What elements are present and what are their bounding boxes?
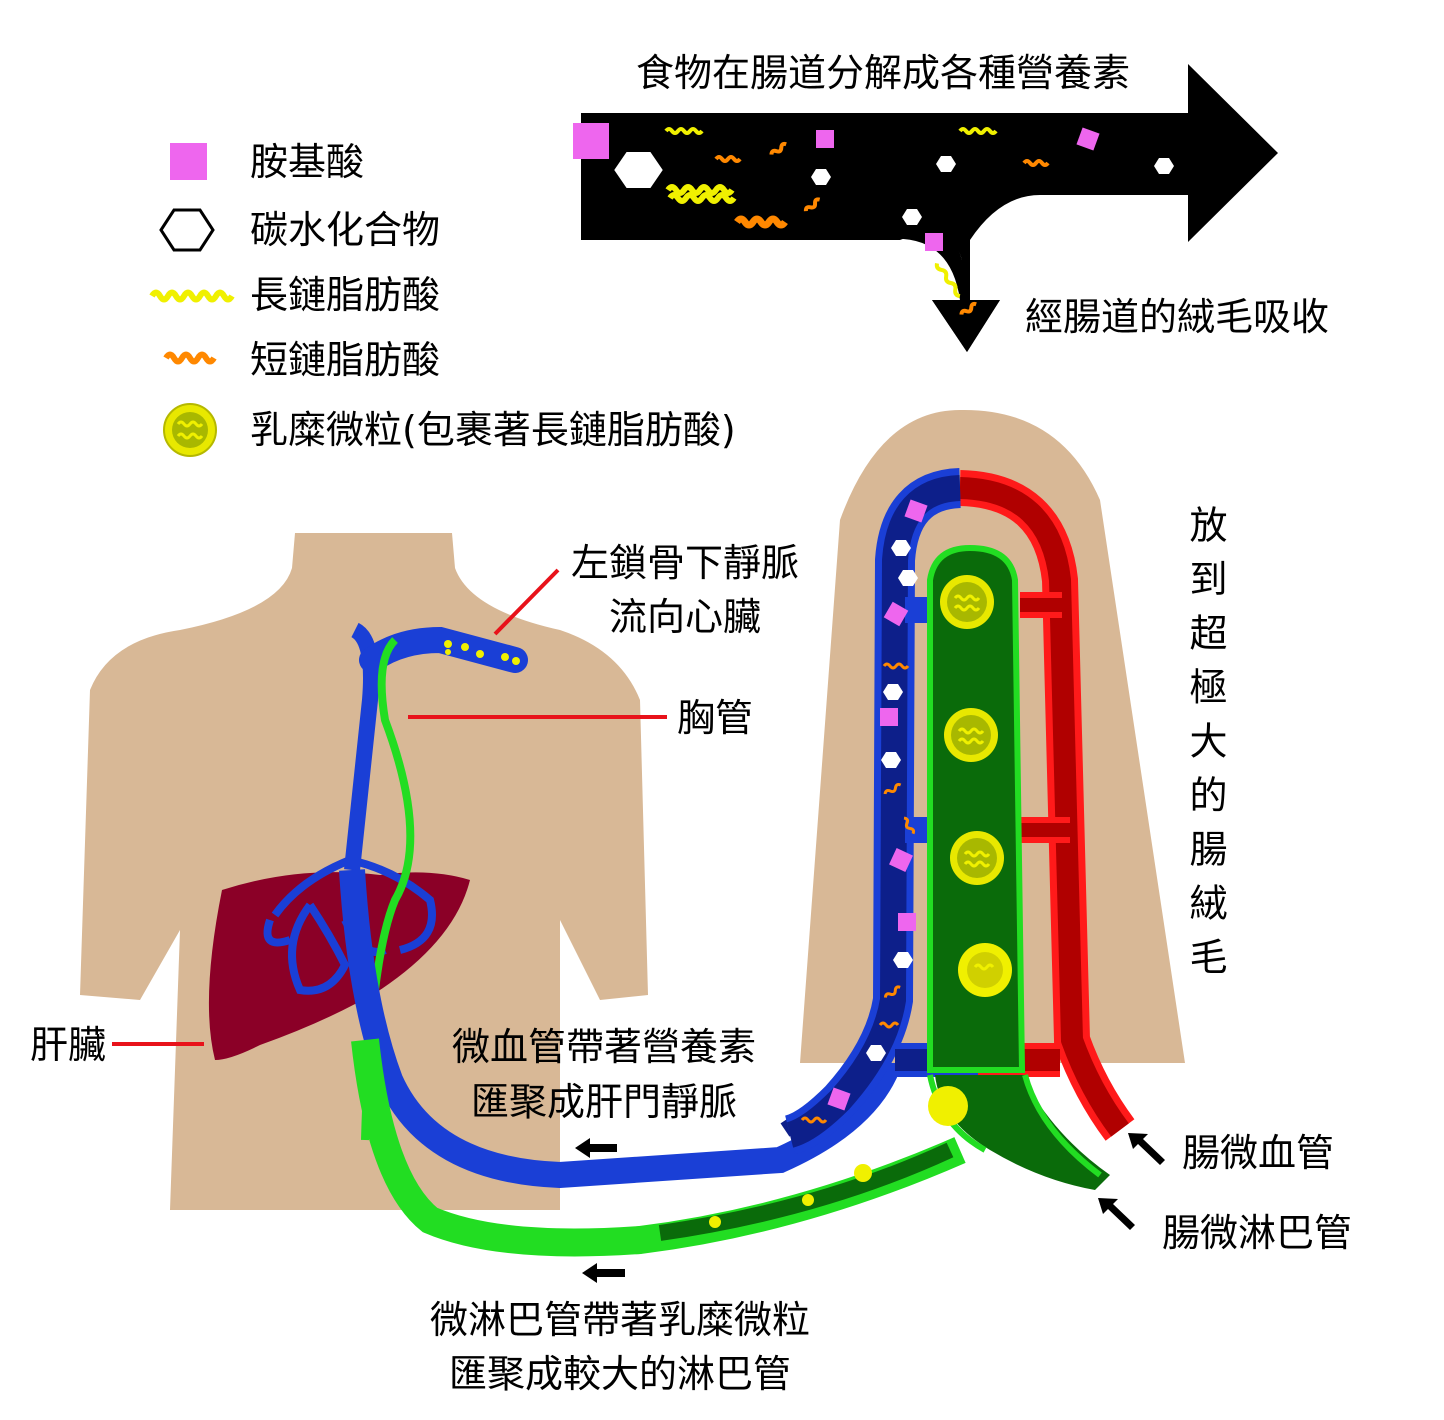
flow-arrow-icon [575,1138,617,1158]
short-fa-particle [803,197,821,212]
intestine-nutrients [573,123,1174,315]
long-fa-particle [665,184,735,196]
short-fa-particle [714,155,742,163]
legend-label: 胺基酸 [250,140,364,184]
vein-nutrients [800,499,928,1124]
carbohydrate-particle [811,169,831,185]
legend: 胺基酸 碳水化合物 長鏈脂肪酸 短鏈脂肪酸 乳糜微粒(包裹著長鏈脂肪酸) [149,140,736,457]
subclavian-pointer [493,568,560,636]
subclavian-label-1: 左鎖骨下靜脈 [571,541,799,585]
left-subclavian-vein [359,626,528,673]
thoracic-duct-label: 胸管 [677,696,753,740]
long-fa-particle [667,192,737,204]
amino-acid-particle [573,123,609,159]
long-chain-fatty-acid-icon [149,289,235,303]
villus-lacteal [927,544,1110,1190]
long-fa-particle [934,263,961,299]
short-fa-particle [769,141,787,155]
amino-acid-particle [925,233,943,251]
subclavian-chylomicrons [444,640,520,665]
intestinal-lymphatic-label: 腸微淋巴管 [1162,1211,1352,1255]
amino-acid-particle [816,130,834,148]
lacteal-chylomicrons [940,575,1012,997]
capillary-label-1: 微血管帶著營養素 [452,1025,756,1069]
lymph-label-2: 匯聚成較大的淋巴管 [449,1352,791,1396]
chylomicron-particle [928,1086,968,1126]
liver [208,872,470,1060]
short-fa-particle [959,301,977,315]
carbohydrate-particle [936,156,956,172]
pointer-arrow-icon [1098,1198,1135,1230]
amino-acid-particle [1076,127,1100,151]
pointer-arrow-icon [1128,1133,1165,1165]
liver-label: 肝臟 [30,1023,106,1067]
carbohydrate-particle [1154,158,1174,174]
lymph-label-1: 微淋巴管帶著乳糜微粒 [430,1298,810,1342]
title: 食物在腸道分解成各種營養素 [636,51,1130,95]
lymph-chylomicrons [709,1164,872,1228]
short-chain-fatty-acid-icon [163,351,217,365]
short-fa-particle [1022,159,1050,167]
carbohydrate-particle [611,150,666,190]
long-fa-particle [958,127,998,135]
intestinal-capillary-label: 腸微血管 [1182,1131,1334,1175]
legend-label: 碳水化合物 [250,208,440,252]
carbohydrate-particle [902,209,922,225]
short-fa-particle [734,215,788,229]
subclavian-label-2: 流向心臟 [609,595,761,639]
absorb-label: 經腸道的絨毛吸收 [1025,295,1329,339]
legend-label: 長鏈脂肪酸 [250,273,440,317]
capillary-label-2: 匯聚成肝門靜脈 [471,1080,737,1124]
chylomicron-icon [163,403,217,457]
carbohydrate-hexagon-icon [159,208,215,252]
legend-label: 乳糜微粒(包裹著長鏈脂肪酸) [250,408,736,452]
amino-acid-square-icon [170,143,207,180]
long-fa-particle [664,127,704,135]
villus-vertical-label: 放到超極大的腸絨毛 [1183,505,1227,991]
legend-label: 短鏈脂肪酸 [250,338,440,382]
flow-arrow-icon [582,1263,625,1283]
